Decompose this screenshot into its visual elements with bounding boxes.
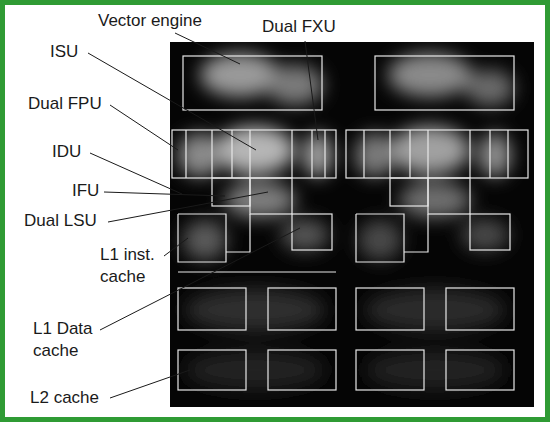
leader-line <box>100 228 300 330</box>
unit-outline <box>470 214 510 250</box>
part-label: L1 inst. cache <box>100 244 168 288</box>
core-floorplan <box>346 56 528 390</box>
unit-outline <box>390 178 428 206</box>
leader-line <box>305 41 318 140</box>
heat-spot <box>224 182 296 218</box>
unit-divider <box>363 130 364 178</box>
heat-spot <box>365 288 505 332</box>
unit-outline <box>428 178 470 214</box>
unit-divider <box>178 271 336 272</box>
heat-spot <box>200 53 280 97</box>
leader-line <box>88 53 256 150</box>
unit-outline <box>268 288 336 330</box>
unit-divider <box>409 130 410 178</box>
heat-spot <box>390 126 470 174</box>
heat-spot <box>178 133 222 177</box>
heat-spot <box>466 70 514 106</box>
heat-glow <box>178 53 514 390</box>
heat-spot <box>185 350 325 390</box>
chip-die <box>170 42 534 407</box>
unit-divider <box>469 130 470 178</box>
unit-divider <box>291 130 292 178</box>
unit-outline <box>375 56 514 110</box>
heat-spot <box>399 182 471 218</box>
unit-divider <box>249 130 250 178</box>
unit-outline <box>346 130 528 178</box>
part-label: L1 Data cache <box>33 318 105 362</box>
unit-outline <box>178 288 246 330</box>
part-label: IDU <box>52 141 81 163</box>
unit-outline <box>446 288 514 330</box>
heat-spot <box>267 65 323 105</box>
unit-divider <box>185 130 186 178</box>
leader-line <box>110 105 178 150</box>
part-label: Dual LSU <box>24 210 97 232</box>
unit-outline <box>250 178 292 214</box>
heat-spot <box>281 219 329 251</box>
leader-line <box>110 370 190 398</box>
part-label: Dual FPU <box>28 93 102 115</box>
heat-spot <box>365 350 505 390</box>
leader-line <box>90 153 182 194</box>
leader-line <box>104 192 225 196</box>
heat-spot <box>183 220 227 260</box>
leader-lines <box>88 33 318 398</box>
part-label: ISU <box>50 41 78 63</box>
unit-outline <box>446 350 514 390</box>
unit-outline <box>172 130 336 178</box>
part-label: Dual FXU <box>262 16 336 38</box>
unit-outline <box>292 214 332 250</box>
part-label: IFU <box>72 180 99 202</box>
unit-outline <box>183 56 322 110</box>
unit-divider <box>489 130 490 178</box>
unit-divider <box>389 130 390 178</box>
unit-divider <box>324 130 325 178</box>
heat-spot <box>185 288 325 332</box>
leader-line <box>108 192 268 222</box>
core-floorplan <box>172 56 336 390</box>
unit-outline <box>178 350 246 390</box>
unit-outline <box>356 350 424 390</box>
unit-outline <box>268 350 336 390</box>
unit-outline <box>178 214 250 262</box>
unit-divider <box>311 130 312 178</box>
unit-divider <box>427 130 428 178</box>
leader-line <box>164 238 188 256</box>
unit-divider <box>507 130 508 178</box>
heat-spot <box>479 133 511 177</box>
unit-divider <box>231 130 232 178</box>
leader-line <box>175 33 240 64</box>
heat-spot <box>461 219 509 251</box>
part-label: L2 cache <box>30 387 99 409</box>
heat-spot <box>358 220 402 260</box>
heat-spot <box>388 53 472 97</box>
unit-divider <box>211 130 212 178</box>
part-label: Vector engine <box>98 10 202 32</box>
unit-outline <box>356 214 428 262</box>
unit-outline <box>356 288 424 330</box>
heat-spot <box>355 133 395 177</box>
